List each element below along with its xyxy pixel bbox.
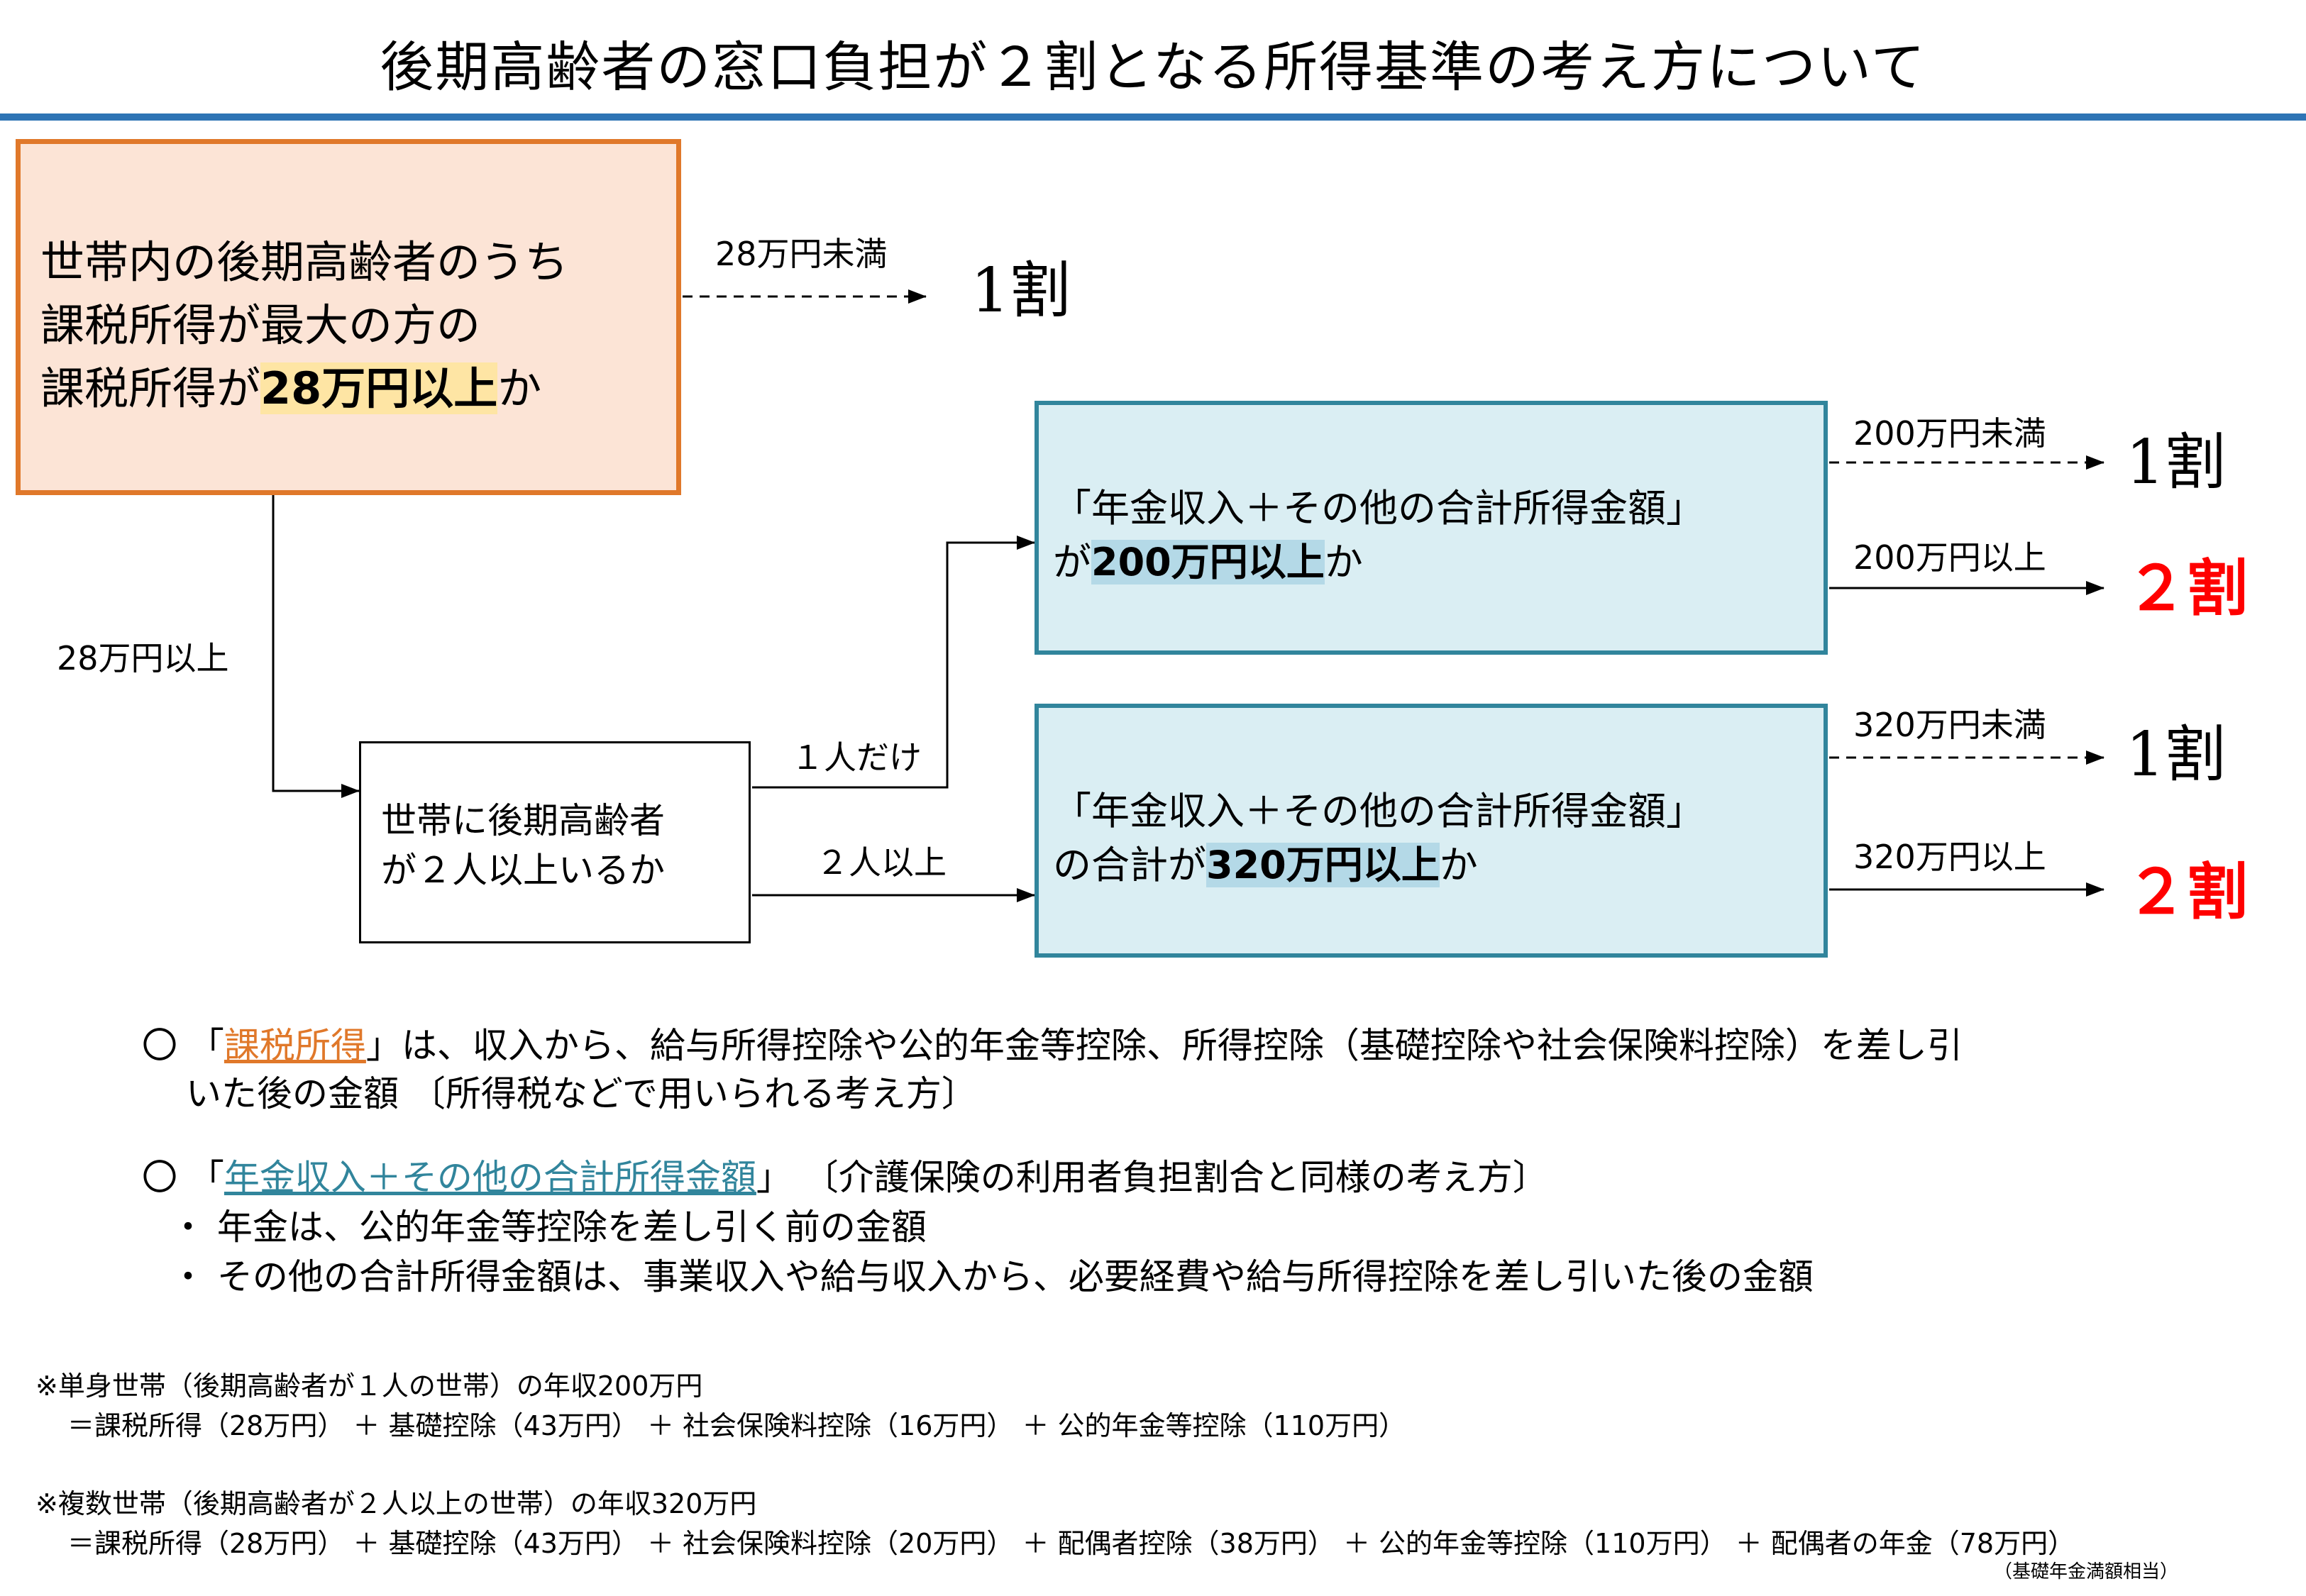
note2-suffix: 」 〔介護保険の利用者負担割合と同様の考え方〕 bbox=[756, 1157, 1548, 1198]
start-condition-box: 世帯内の後期高齢者のうち 課税所得が最大の方の 課税所得が28万円以上か bbox=[16, 139, 681, 495]
title-underline bbox=[0, 113, 2306, 121]
note1-prefix: 〇 「 bbox=[142, 1025, 224, 1066]
note1-suffix: 」は、収入から、給与所得控除や公的年金等控除、所得控除（基礎控除や社会保険料控除… bbox=[365, 1025, 1963, 1066]
footnote-basic-pension-note: （基礎年金満額相当） bbox=[1994, 1561, 2179, 1583]
label-200-under: 200万円未満 bbox=[1853, 414, 2046, 453]
label-320-over: 320万円以上 bbox=[1853, 838, 2046, 876]
pension2-line-2: の合計が320万円以上か bbox=[1053, 838, 1824, 892]
pension2-line-2-prefix: の合計が bbox=[1053, 843, 1206, 887]
start-line-3: 課税所得が28万円以上か bbox=[40, 357, 676, 420]
page-title: 後期高齢者の窓口負担が２割となる所得基準の考え方について bbox=[380, 35, 1926, 99]
note2-keyword: 年金収入＋その他の合計所得金額 bbox=[224, 1157, 756, 1198]
label-under-28: 28万円未満 bbox=[715, 235, 888, 273]
note2-prefix: 〇 「 bbox=[142, 1157, 224, 1198]
note1-keyword: 課税所得 bbox=[224, 1025, 366, 1066]
result-200-under: 1割 bbox=[2126, 427, 2226, 498]
label-28-or-more: 28万円以上 bbox=[57, 639, 229, 677]
note-bullet-pension: ・ 年金は、公的年金等控除を差し引く前の金額 bbox=[170, 1207, 927, 1248]
result-200-over: ２割 bbox=[2126, 553, 2248, 624]
connector-28-or-more bbox=[272, 495, 360, 798]
start-line-3-suffix: か bbox=[497, 362, 542, 414]
note-taxable-income: 〇 「課税所得」は、収入から、給与所得控除や公的年金等控除、所得控除（基礎控除や… bbox=[142, 1021, 1963, 1070]
pension1-line-2-suffix: か bbox=[1324, 540, 1363, 584]
footnote-multiple-line1: ※複数世帯（後期高齢者が２人以上の世帯）の年収320万円 bbox=[35, 1488, 757, 1519]
result-320-over: ２割 bbox=[2126, 857, 2248, 928]
result-320-under: 1割 bbox=[2126, 719, 2226, 790]
footnote-single-line2: ＝課税所得（28万円） ＋ 基礎控除（43万円） ＋ 社会保険料控除（16万円）… bbox=[67, 1410, 1406, 1441]
result-under-28: 1割 bbox=[971, 255, 1071, 326]
start-line-2: 課税所得が最大の方の bbox=[40, 299, 481, 351]
pension1-line-2: が200万円以上か bbox=[1053, 536, 1824, 589]
label-single: １人だけ bbox=[791, 738, 922, 777]
footnote-single-line1: ※単身世帯（後期高齢者が１人の世帯）の年収200万円 bbox=[35, 1370, 703, 1402]
pension2-line-2-suffix: か bbox=[1439, 843, 1478, 887]
note-bullet-other-income: ・ その他の合計所得金額は、事業収入や給与収入から、必要経費や給与所得控除を差し… bbox=[170, 1256, 1814, 1297]
footnote-multiple-line2: ＝課税所得（28万円） ＋ 基礎控除（43万円） ＋ 社会保険料控除（20万円）… bbox=[67, 1528, 2075, 1559]
pension-income-box-multiple: 「年金収入＋その他の合計所得金額」 の合計が320万円以上か bbox=[1035, 704, 1828, 958]
note-pension-income: 〇 「年金収入＋その他の合計所得金額」 〔介護保険の利用者負担割合と同様の考え方… bbox=[142, 1153, 1548, 1202]
label-320-under: 320万円未満 bbox=[1853, 706, 2046, 744]
start-line-3-prefix: 課税所得が bbox=[40, 362, 261, 414]
pension2-threshold-highlight: 320万円以上 bbox=[1206, 843, 1440, 887]
count-line-2: が２人以上いるか bbox=[381, 850, 665, 891]
pension2-line-1: 「年金収入＋その他の合計所得金額」 bbox=[1053, 789, 1704, 833]
label-200-over: 200万円以上 bbox=[1853, 538, 2046, 577]
count-line-1: 世帯に後期高齢者 bbox=[381, 800, 665, 841]
note-taxable-income-line2: いた後の金額 〔所得税などで用いられる考え方〕 bbox=[186, 1073, 977, 1114]
pension-income-box-single: 「年金収入＋その他の合計所得金額」 が200万円以上か bbox=[1035, 401, 1828, 655]
label-multiple: ２人以上 bbox=[816, 843, 947, 882]
start-threshold-highlight: 28万円以上 bbox=[260, 362, 498, 414]
start-line-1: 世帯内の後期高齢者のうち bbox=[40, 236, 569, 288]
pension1-threshold-highlight: 200万円以上 bbox=[1091, 540, 1325, 584]
pension1-line-2-prefix: が bbox=[1053, 540, 1091, 584]
connector-single bbox=[752, 536, 1035, 789]
pension1-line-1: 「年金収入＋その他の合計所得金額」 bbox=[1053, 486, 1704, 531]
elderly-count-box: 世帯に後期高齢者 が２人以上いるか bbox=[359, 741, 751, 943]
